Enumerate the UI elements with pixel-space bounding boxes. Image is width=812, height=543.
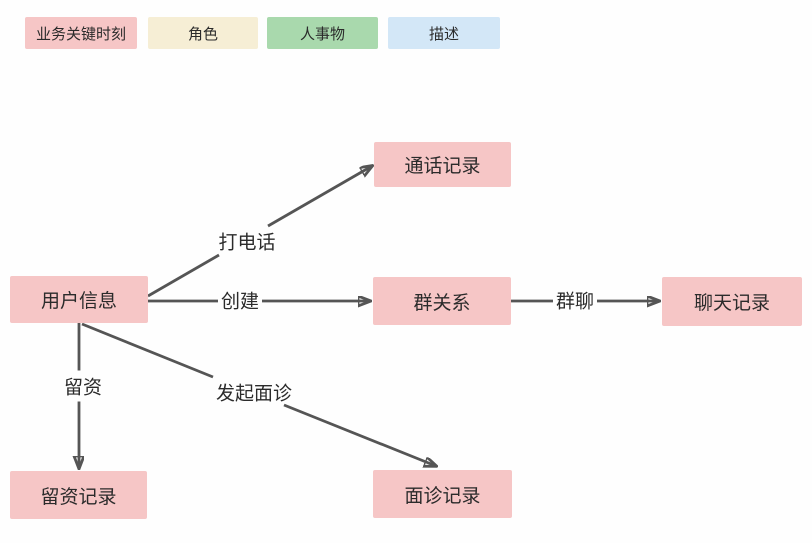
node-retention-records[interactable]: 留资记录: [10, 471, 147, 519]
edge-label-consult[interactable]: 发起面诊: [215, 383, 293, 405]
edge-label-create[interactable]: 创建: [217, 284, 263, 316]
node-consult-records[interactable]: 面诊记录: [373, 470, 512, 518]
node-call-records[interactable]: 通话记录: [374, 142, 511, 187]
edge-call-segment1: [147, 253, 220, 298]
legend-item-role[interactable]: 角色: [148, 17, 258, 49]
legend-item-key-moment[interactable]: 业务关键时刻: [25, 17, 137, 49]
node-group-relation[interactable]: 群关系: [373, 277, 511, 325]
edge-consult-segment1: [81, 322, 214, 379]
legend-item-entity[interactable]: 人事物: [267, 17, 378, 49]
edge-label-call[interactable]: 打电话: [218, 232, 276, 254]
node-user-info[interactable]: 用户信息: [10, 276, 148, 323]
edge-label-retention[interactable]: 留资: [60, 370, 106, 402]
legend-item-description[interactable]: 描述: [388, 17, 500, 49]
edge-call-arrow: [267, 166, 372, 228]
edge-consult-arrow: [283, 403, 436, 466]
node-chat-records[interactable]: 聊天记录: [662, 277, 802, 326]
edge-label-group-chat[interactable]: 群聊: [552, 284, 598, 316]
